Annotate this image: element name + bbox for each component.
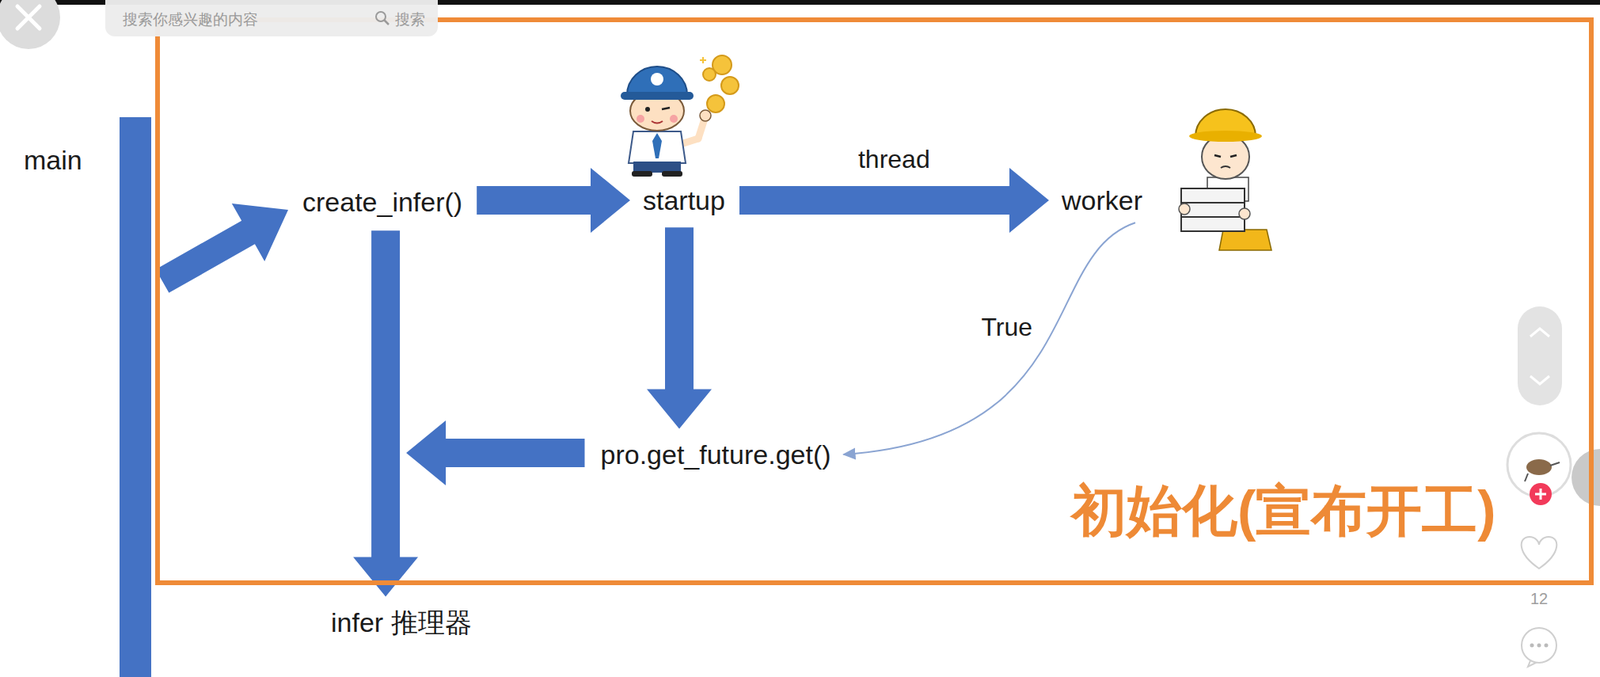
side-controls — [1524, 473, 1528, 482]
worker-figure — [1181, 202, 1245, 217]
boss-figure — [633, 161, 681, 173]
worker-figure — [1181, 188, 1245, 203]
worker-figure — [1189, 130, 1262, 142]
node-text: create_infer() — [302, 186, 463, 219]
boss-figure — [652, 133, 662, 159]
boss-figure — [645, 106, 650, 112]
node-text: startup — [642, 184, 726, 217]
worker-figure — [1178, 203, 1190, 215]
side-controls — [1529, 482, 1552, 506]
like-count: 12 — [1523, 589, 1555, 609]
search-icon — [384, 20, 390, 26]
block-arrow — [406, 420, 585, 486]
boss-figure — [627, 66, 688, 96]
boss-figure — [661, 171, 683, 177]
side-controls — [1521, 627, 1557, 663]
node-text: worker — [1061, 184, 1143, 217]
boss-figure — [706, 95, 725, 113]
heading-text: 初始化(宣布开工) — [1071, 478, 1497, 544]
close-button — [0, 0, 61, 50]
main-thread-bar: main — [119, 117, 152, 677]
boss-figure — [699, 59, 707, 61]
close-button — [17, 6, 40, 29]
flow-curve — [843, 222, 1136, 455]
edge-label: thread — [855, 144, 934, 175]
node-text: infer 推理器 — [330, 606, 472, 639]
edge-label: True — [977, 311, 1036, 343]
result-label: infer 推理器 — [326, 603, 477, 643]
boss-figure — [651, 121, 663, 124]
side-controls — [1571, 448, 1600, 506]
worker-figure — [1220, 166, 1231, 168]
worker-figure — [1214, 155, 1221, 157]
boss-figure — [636, 114, 645, 123]
search-button: 搜索 — [395, 9, 426, 31]
block-arrow — [155, 203, 289, 293]
side-controls — [1530, 376, 1550, 384]
heading-text: main — [23, 144, 83, 177]
side-controls — [1530, 643, 1535, 648]
boss-figure — [661, 107, 670, 110]
node-text: pro.get_future.get() — [600, 438, 832, 472]
worker-figure — [1230, 155, 1237, 157]
boss-figure — [631, 171, 653, 177]
boss-figure — [650, 72, 664, 86]
process-label: worker — [1056, 181, 1148, 221]
side-controls — [1526, 459, 1552, 476]
block-arrow — [646, 227, 712, 429]
boss-figure — [703, 68, 716, 81]
process-label: startup — [638, 181, 730, 221]
side-controls — [1530, 328, 1550, 337]
boss-figure — [620, 91, 694, 100]
block-arrow — [353, 230, 419, 597]
worker-figure — [1178, 109, 1272, 251]
search-placeholder: 搜索你感兴趣的内容 — [122, 9, 259, 31]
boss-figure — [620, 55, 739, 177]
search-bar: 搜索你感兴趣的内容 搜索 — [105, 0, 438, 37]
side-controls — [1517, 306, 1562, 406]
block-arrow — [739, 167, 1049, 233]
block-arrow — [476, 167, 631, 233]
boss-figure — [669, 114, 678, 123]
worker-figure — [1181, 216, 1245, 232]
side-controls — [1521, 536, 1558, 569]
side-controls — [1539, 488, 1543, 500]
side-controls — [1537, 643, 1542, 648]
boss-figure — [698, 118, 705, 139]
process-label: pro.get_future.get() — [596, 435, 837, 475]
side-controls — [1544, 643, 1549, 648]
side-controls — [1507, 306, 1600, 667]
search-icon — [376, 11, 386, 22]
close-button — [17, 6, 40, 29]
init-frame: 初始化(宣布开工) create_infer() startup worker pro.… — [155, 17, 1594, 586]
boss-figure — [721, 76, 739, 95]
worker-figure — [1238, 208, 1251, 220]
worker-figure — [1219, 229, 1272, 251]
search-icon — [374, 10, 391, 27]
side-controls — [1550, 462, 1560, 466]
close-button — [0, 0, 61, 50]
boss-figure — [699, 110, 711, 122]
boss-figure — [628, 131, 686, 164]
process-label: create_infer() — [297, 182, 468, 222]
